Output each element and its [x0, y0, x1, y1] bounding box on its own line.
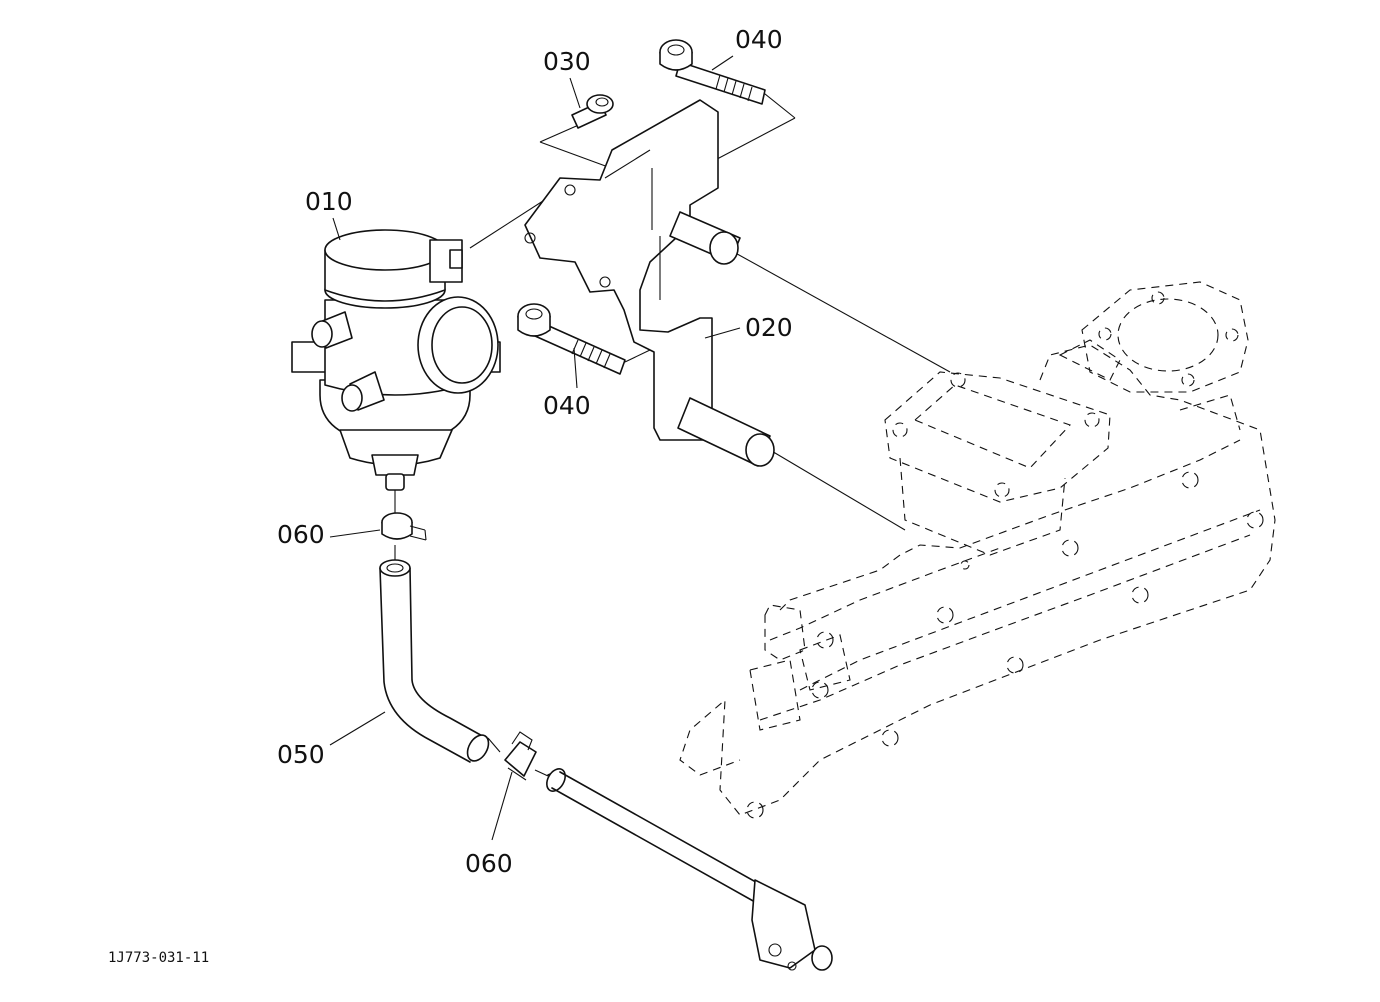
- callout-labels: 010 020 030 040 040 050 060 060: [277, 25, 793, 878]
- callout-050: 050: [277, 740, 325, 769]
- leader-lines: [329, 55, 741, 841]
- long-bolt-040-mid: [517, 303, 626, 375]
- callout-040-mid: 040: [543, 391, 591, 420]
- air-valve-assembly: [291, 229, 501, 491]
- callout-020: 020: [745, 313, 793, 342]
- intake-manifold-phantom: [679, 281, 1276, 819]
- callout-060-top: 060: [277, 520, 325, 549]
- small-bolt-030: [571, 94, 614, 129]
- hose-clamp-060-top: [381, 512, 427, 541]
- callout-010: 010: [305, 187, 353, 216]
- hose-clamp-060-bottom: [504, 731, 537, 781]
- alignment-lines: [394, 89, 951, 777]
- bracket-020: [524, 99, 775, 467]
- drawing-code: 1J773-031-11: [108, 950, 209, 966]
- callout-060-bottom: 060: [465, 849, 513, 878]
- callout-030: 030: [543, 47, 591, 76]
- callout-040-top: 040: [735, 25, 783, 54]
- long-bolt-040-top: [659, 39, 766, 105]
- bent-hose-050: [379, 559, 490, 763]
- breather-pipe: [546, 768, 833, 971]
